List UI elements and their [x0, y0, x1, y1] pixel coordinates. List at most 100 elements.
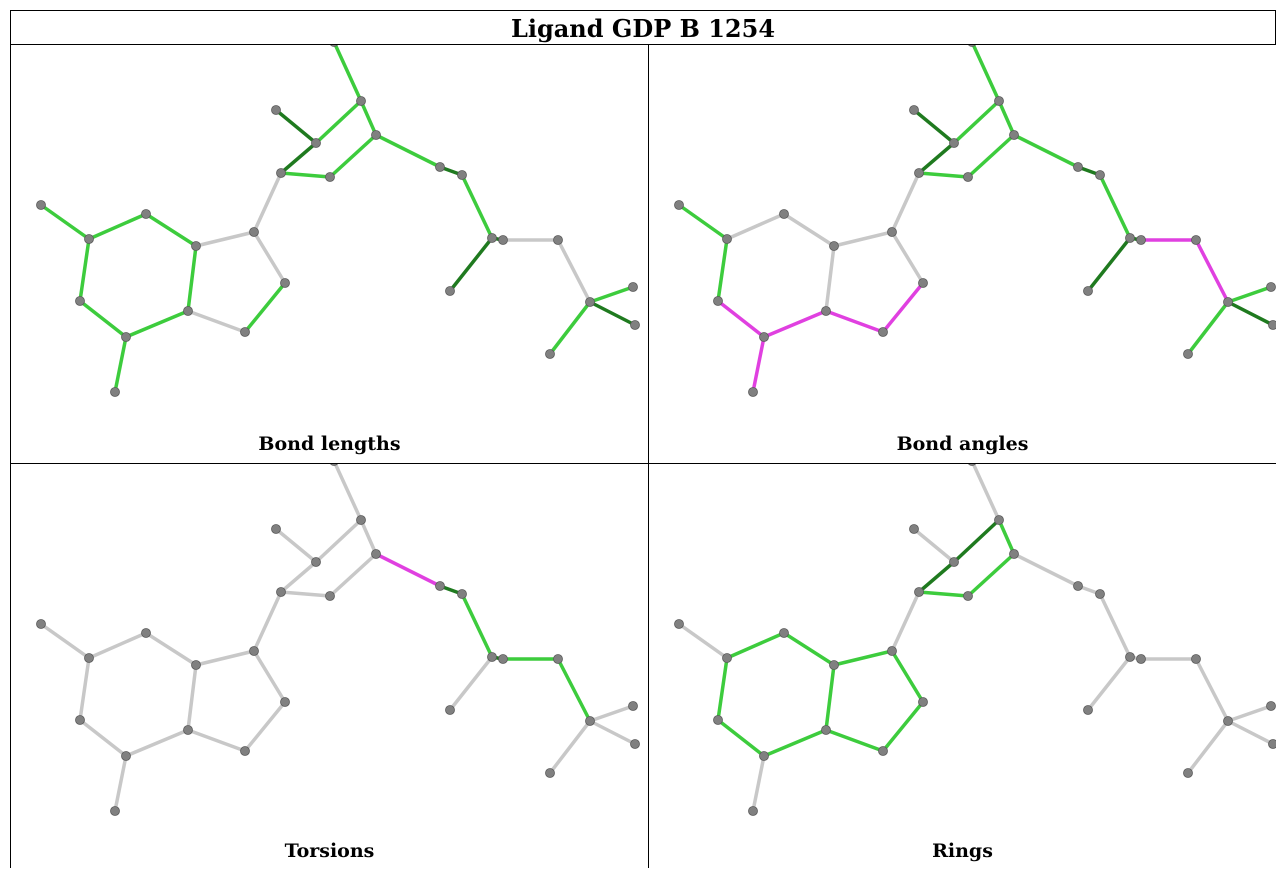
bond-ok [328, 133, 378, 179]
bond-ok [1186, 300, 1230, 356]
atom [545, 768, 555, 778]
atom [356, 515, 366, 525]
atom [968, 464, 976, 466]
atom [1268, 739, 1276, 749]
bond-ok [966, 133, 1016, 179]
bond-ok [78, 299, 128, 339]
atom [748, 387, 758, 397]
atom [141, 209, 151, 219]
bond-ok [1226, 285, 1273, 304]
bond-unassessed [1186, 719, 1230, 775]
bond-ok [588, 285, 635, 304]
bond-ok [824, 728, 885, 753]
atom [914, 587, 924, 597]
bond-ok [1098, 173, 1132, 240]
bond-unassessed [890, 590, 921, 653]
atom [141, 628, 151, 638]
grid-line-left [10, 44, 11, 868]
atom [330, 464, 338, 466]
atom [445, 286, 455, 296]
atom [748, 806, 758, 816]
bond-ok_dark [1226, 300, 1275, 327]
bond-ok_dark [917, 560, 956, 594]
molecule-view-bond-angles [674, 45, 1276, 397]
bond-outlier [1194, 238, 1230, 304]
bond-outlier [374, 552, 442, 588]
atom [435, 162, 445, 172]
panel-bond-lengths: Bond lengths [11, 45, 648, 463]
atom [909, 105, 919, 115]
bond-ok [548, 300, 592, 356]
atom [963, 591, 973, 601]
atom [191, 660, 201, 670]
atom [918, 278, 928, 288]
bond-unassessed [194, 230, 256, 248]
atom [487, 652, 497, 662]
bond-unassessed [78, 718, 128, 758]
atom [487, 233, 497, 243]
bond-ok [917, 171, 970, 179]
atom [36, 200, 46, 210]
atom [1009, 130, 1019, 140]
figure-title: Ligand GDP B 1254 [10, 10, 1276, 44]
bond-ok_dark [588, 300, 637, 327]
bond-unassessed [1098, 592, 1132, 659]
atom [949, 557, 959, 567]
atom [1223, 716, 1233, 726]
atom [968, 45, 976, 47]
atom [498, 235, 508, 245]
bond-unassessed [890, 171, 921, 234]
bond-ok [997, 518, 1016, 556]
bond-ok [782, 631, 836, 667]
bond-unassessed [782, 212, 836, 248]
atom [545, 349, 555, 359]
panel-torsions: Torsions [11, 464, 648, 868]
atom [878, 746, 888, 756]
atom [994, 515, 1004, 525]
bond-unassessed [186, 663, 198, 732]
atom [909, 524, 919, 534]
atom [1183, 349, 1193, 359]
bond-ok_dark [448, 236, 494, 293]
atom [713, 296, 723, 306]
grid-line-top [10, 44, 1276, 45]
atom [674, 619, 684, 629]
bond-ok [556, 657, 592, 723]
atom [249, 227, 259, 237]
atom [121, 751, 131, 761]
atom [674, 200, 684, 210]
bond-unassessed [87, 631, 148, 660]
atom [722, 234, 732, 244]
atom [435, 581, 445, 591]
bond-ok [78, 237, 91, 303]
bond-ok [952, 99, 1001, 145]
atom [914, 168, 924, 178]
atom [713, 715, 723, 725]
atom [585, 716, 595, 726]
atom [1083, 286, 1093, 296]
atom [759, 751, 769, 761]
bond-unassessed [144, 631, 198, 667]
bond-unassessed [113, 754, 128, 813]
bond-ok [374, 133, 442, 169]
atom [1073, 162, 1083, 172]
atom [325, 591, 335, 601]
atom [1095, 589, 1105, 599]
atom [457, 589, 467, 599]
bond-ok_dark [274, 108, 318, 145]
atom [356, 96, 366, 106]
bond-unassessed [274, 527, 318, 564]
bond-ok_dark [952, 518, 1001, 564]
bond-ok [716, 237, 729, 303]
atom [311, 138, 321, 148]
bond-unassessed [252, 230, 287, 285]
bond-unassessed [124, 728, 190, 758]
bond-unassessed [971, 464, 1001, 522]
bond-unassessed [314, 518, 363, 564]
atom [963, 172, 973, 182]
atom [84, 653, 94, 663]
atom [498, 654, 508, 664]
bond-unassessed [751, 754, 766, 813]
molecule-view-rings [674, 464, 1276, 816]
atom [240, 746, 250, 756]
